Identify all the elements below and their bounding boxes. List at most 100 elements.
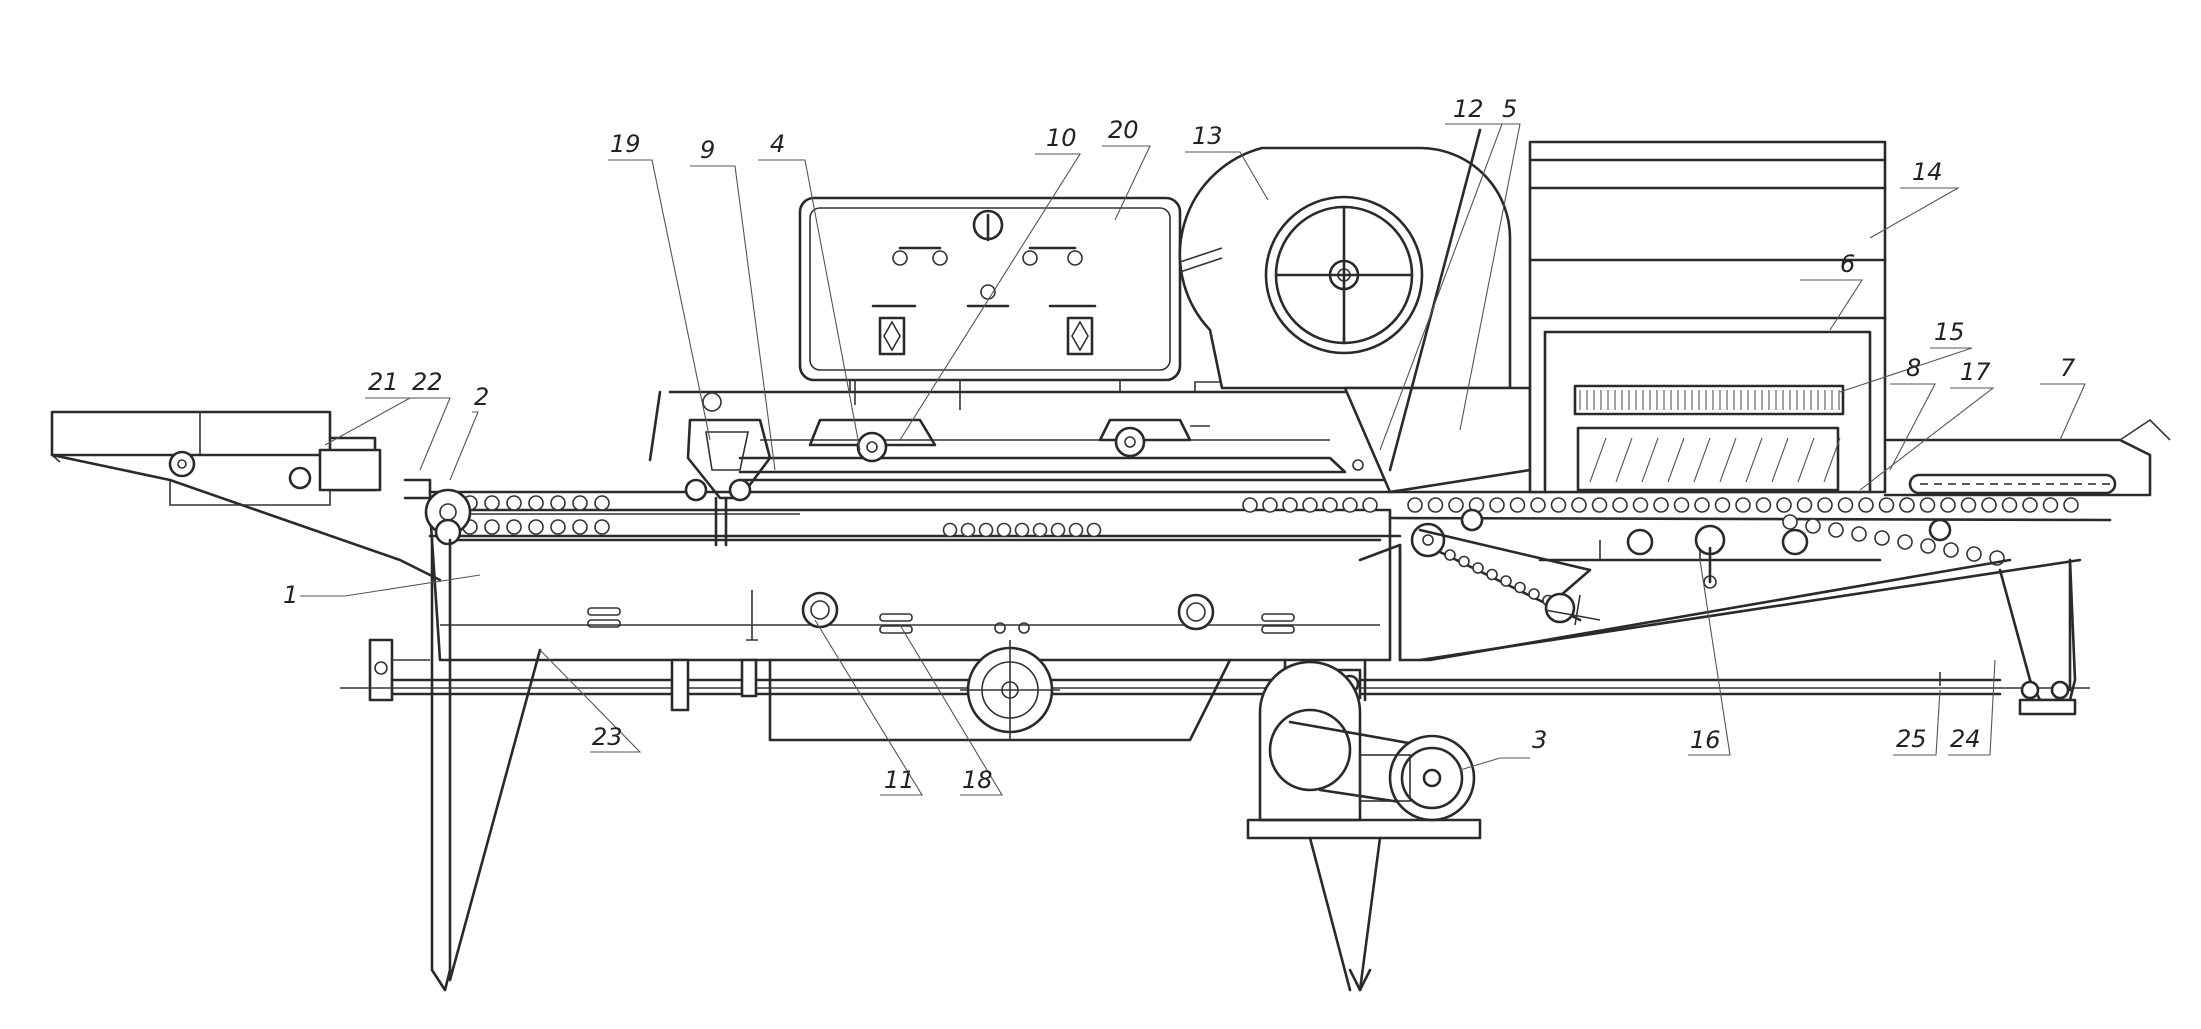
roller	[1673, 497, 1690, 513]
roller	[942, 522, 958, 538]
roller	[1444, 549, 1456, 561]
roller	[1960, 497, 1977, 513]
outfeed-table	[1883, 418, 2171, 497]
control-cabinet	[798, 196, 1182, 392]
roller	[2001, 497, 2018, 513]
callout-11: 11	[884, 766, 915, 794]
roller	[1448, 497, 1464, 513]
roller	[1796, 497, 1813, 513]
roller	[528, 495, 544, 511]
roller	[960, 522, 976, 538]
roller	[506, 519, 522, 535]
roller	[1472, 562, 1484, 574]
roller	[1362, 497, 1378, 513]
glass-hatch-line	[1823, 437, 1841, 483]
glass-hatch-line	[1667, 437, 1685, 483]
callout-21: 21	[368, 368, 399, 396]
roller	[1302, 497, 1318, 513]
top-deck	[648, 381, 1402, 482]
callout-16: 16	[1690, 726, 1721, 754]
roller	[1966, 546, 1982, 562]
glass-hatch-line	[1641, 437, 1659, 483]
roller	[1282, 497, 1298, 513]
roller	[1322, 497, 1338, 513]
roller	[1714, 497, 1731, 513]
roller	[1928, 518, 1952, 542]
callout-15: 15	[1934, 318, 1965, 346]
roller	[594, 519, 610, 535]
glass-hatch-line	[1693, 437, 1711, 483]
callout-18: 18	[962, 766, 993, 794]
callout-6: 6	[1840, 250, 1855, 278]
roller	[1858, 497, 1874, 513]
callout-20: 20	[1108, 116, 1139, 144]
roller	[572, 495, 588, 511]
roller	[1817, 497, 1833, 513]
roller	[1486, 568, 1498, 581]
callout-2: 2	[474, 383, 489, 411]
glass-hatch-line	[1615, 437, 1633, 483]
roller	[1851, 526, 1867, 542]
roller	[1528, 588, 1540, 600]
callouts: 1 2 3 4 5 6 7 8 9 10 11 12 13 14 15 16 1…	[283, 95, 2076, 794]
roller	[550, 519, 566, 535]
roller	[550, 495, 566, 511]
callout-12: 12	[1453, 95, 1484, 123]
roller	[1653, 497, 1669, 513]
motor-drive	[1246, 658, 1482, 992]
callout-9: 9	[700, 136, 715, 164]
callout-14: 14	[1912, 158, 1943, 186]
glass-hatch-line	[1771, 437, 1789, 483]
glass-hatch-line	[1797, 437, 1815, 483]
roller	[1897, 534, 1913, 550]
callout-25: 25	[1896, 725, 1927, 753]
roller	[1550, 497, 1567, 513]
roller	[978, 522, 994, 538]
callout-13: 13	[1192, 122, 1223, 150]
roller	[996, 522, 1012, 538]
roller	[1805, 518, 1821, 534]
callout-17: 17	[1960, 358, 1991, 386]
roller	[1755, 497, 1772, 513]
callout-1: 1	[283, 581, 298, 609]
roller	[1828, 522, 1844, 538]
glass-hatch-line	[1589, 437, 1607, 483]
callout-4: 4	[770, 130, 785, 158]
callout-23: 23	[592, 723, 623, 751]
roller	[1342, 497, 1358, 513]
blower	[1178, 146, 1512, 390]
roller	[1514, 581, 1526, 594]
roller	[484, 519, 500, 535]
pressure-bracket	[684, 392, 772, 547]
drive-shaft	[340, 658, 2090, 712]
carriage	[808, 380, 1210, 463]
inclined-chain	[1410, 508, 1601, 626]
callout-3: 3	[1532, 726, 1547, 754]
roller	[1407, 497, 1423, 513]
roller	[572, 519, 588, 535]
roller	[1874, 530, 1890, 546]
roller	[1458, 555, 1470, 568]
infeed-table	[50, 410, 442, 582]
lower-housing	[768, 640, 1232, 742]
roller	[1878, 497, 1895, 513]
roller	[2042, 497, 2059, 513]
roller	[1489, 497, 1505, 513]
roller	[1427, 497, 1444, 513]
roller	[1571, 497, 1587, 513]
roller	[1735, 497, 1751, 513]
left-leg	[368, 538, 542, 992]
callout-19: 19	[610, 130, 641, 158]
roller	[1920, 538, 1936, 554]
glass-hatch-line	[1745, 437, 1763, 483]
roller	[1694, 497, 1710, 513]
chamber-hood	[1528, 140, 1887, 494]
roller	[1612, 497, 1628, 513]
callout-22: 22	[412, 368, 443, 396]
roller	[484, 495, 500, 511]
roller	[1981, 497, 1997, 513]
roller	[1262, 497, 1278, 513]
roller	[1919, 497, 1936, 513]
roller	[1632, 497, 1649, 513]
callout-5: 5	[1502, 95, 1517, 123]
